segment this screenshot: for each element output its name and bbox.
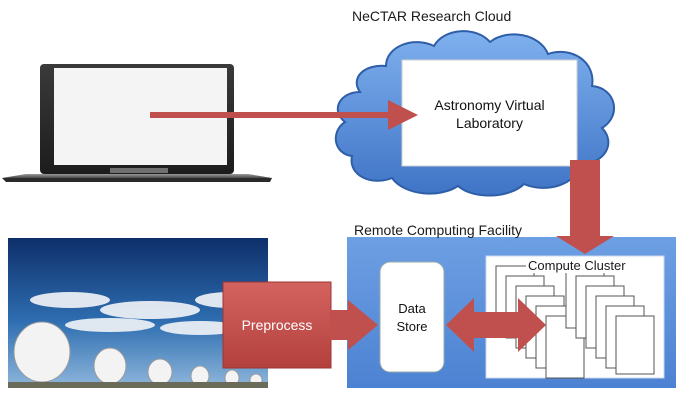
facility-title: Remote Computing Facility (354, 222, 523, 238)
cloud-title: NeCTAR Research Cloud (352, 8, 512, 24)
preprocess-label: Preprocess (241, 317, 313, 333)
avl-label: Astronomy Virtual Laboratory (402, 96, 577, 132)
data-store-label: Data Store (380, 300, 444, 336)
compute-cluster-label: Compute Cluster (526, 258, 628, 273)
avl-label-line1: Astronomy Virtual (434, 97, 545, 113)
data-store-line2: Store (396, 319, 428, 334)
arrow-datastore-cluster (446, 298, 546, 352)
cluster-node-stack-right (565, 265, 655, 375)
avl-label-line2: Laboratory (456, 115, 523, 131)
data-store-line1: Data (398, 301, 426, 316)
arrow-laptop-to-avl (150, 100, 418, 130)
data-store-box (379, 261, 445, 373)
avl-box (401, 59, 578, 167)
laptop-icon (2, 64, 272, 182)
preprocess-arrow (222, 281, 378, 369)
arrow-avl-to-cluster (556, 160, 614, 254)
